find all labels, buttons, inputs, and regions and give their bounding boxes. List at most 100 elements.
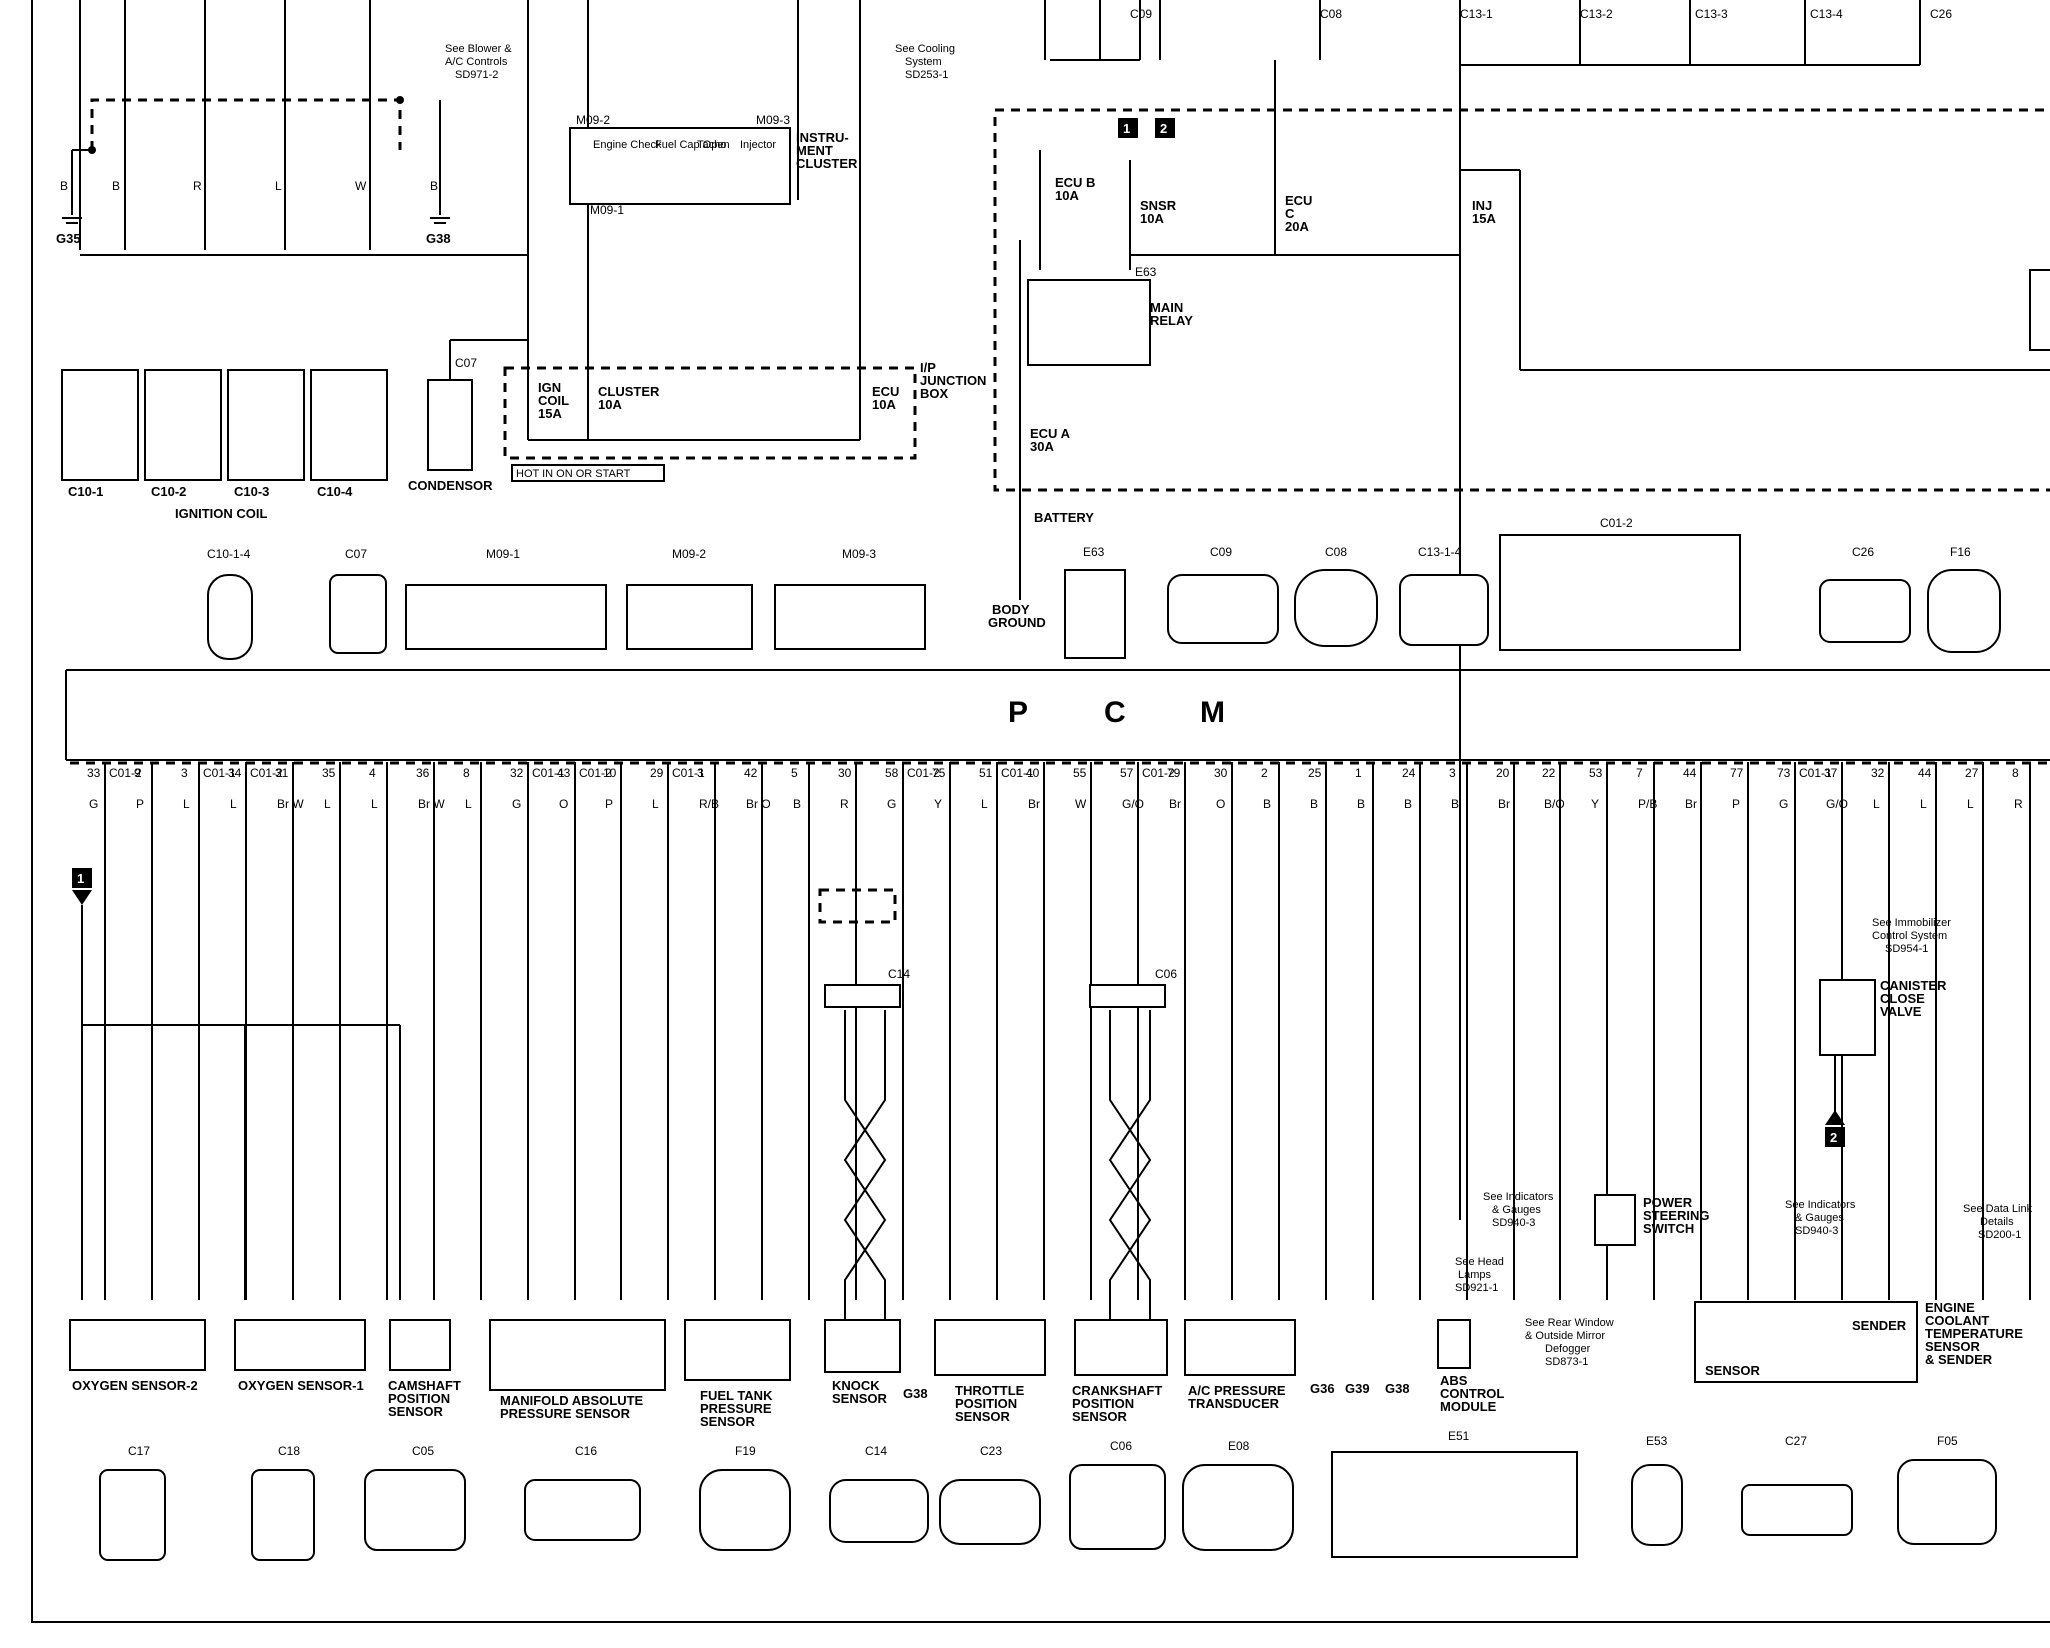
pcm-wire-color-39: L [1920, 797, 1927, 811]
svg-text:C07: C07 [455, 356, 477, 370]
hdr-c13-3: C13-3 [1695, 7, 1728, 21]
pcm-wire-color-28: B [1404, 797, 1412, 811]
svg-text:& Gauges: & Gauges [1492, 1204, 1541, 1216]
pcm-pin-9: 32 [510, 766, 524, 780]
svg-text:CONDENSOR: CONDENSOR [408, 478, 493, 493]
pcm-pin-41: 8 [2012, 766, 2019, 780]
svg-text:Lamps: Lamps [1458, 1269, 1492, 1281]
pcm-conn-10: C01-2 [579, 766, 612, 780]
c10-3-label: C10-3 [234, 484, 269, 499]
bottom-label-ftp-1: PRESSURE [700, 1401, 772, 1416]
pcm-wire-color-6: L [371, 797, 378, 811]
pcm-wire-color-35: P [1732, 797, 1740, 811]
svg-text:M09-2: M09-2 [672, 547, 706, 561]
svg-text:E63: E63 [1135, 265, 1157, 279]
pcm-pin-13: 3 [697, 766, 704, 780]
pcm-wire-color-18: Y [934, 797, 942, 811]
pcm-wire-color-38: L [1873, 797, 1880, 811]
hdr-c09: C09 [1130, 7, 1152, 21]
svg-text:& Outside Mirror: & Outside Mirror [1525, 1330, 1605, 1342]
pcm-pin-2: 3 [181, 766, 188, 780]
pcm-wire-color-24: O [1216, 797, 1225, 811]
svg-text:See Immobilizer: See Immobilizer [1872, 917, 1951, 929]
svg-text:C: C [1285, 206, 1295, 221]
pcm-wire-color-1: P [136, 797, 144, 811]
bottom-references: See Immobilizer Control System SD954-1 S… [1455, 917, 2033, 1368]
svg-text:RELAY: RELAY [1150, 313, 1193, 328]
svg-text:C01-2: C01-2 [1600, 516, 1633, 530]
svg-text:1: 1 [77, 871, 84, 886]
bottom-label-ks-0: KNOCK [832, 1378, 880, 1393]
svg-text:30A: 30A [1030, 439, 1054, 454]
wc-top-6: B [430, 179, 438, 193]
pcm-conn-36: C01-1 [1799, 766, 1832, 780]
pcm-pin-26: 25 [1308, 766, 1322, 780]
bottom-bus: 1 [72, 868, 401, 1300]
svg-text:M09-3: M09-3 [842, 547, 876, 561]
c10-2-label: C10-2 [151, 484, 186, 499]
svg-text:10A: 10A [598, 397, 622, 412]
pcm-pin-15: 5 [791, 766, 798, 780]
ignition-coil-label: IGNITION COIL [175, 506, 268, 521]
pcm-conn-3: C01-2 [250, 766, 283, 780]
pcm-pin-33: 7 [1636, 766, 1643, 780]
pcm-pin-28: 24 [1402, 766, 1416, 780]
main-relay: MAIN RELAY E63 [1019, 60, 2050, 580]
svg-text:C06: C06 [1110, 1439, 1132, 1453]
wc-top-1: B [60, 179, 68, 193]
svg-text:10A: 10A [872, 397, 896, 412]
pcm-pin-3: 34 [228, 766, 242, 780]
svg-text:See Rear Window: See Rear Window [1525, 1317, 1614, 1329]
twisted-pairs: C14 C06 [818, 888, 1177, 1320]
pcm-pin-23: 79 [1167, 766, 1181, 780]
ref-cooling-3: SD253-1 [905, 69, 948, 81]
svg-text:SD940-3: SD940-3 [1795, 1225, 1838, 1237]
pcm-pin-30: 20 [1496, 766, 1510, 780]
svg-text:GROUND: GROUND [988, 615, 1046, 630]
pcm-pin-29: 3 [1449, 766, 1456, 780]
pcm-wire-color-34: Br [1685, 797, 1697, 811]
pcm-wire-color-13: R/B [699, 797, 719, 811]
pcm-conn-9: C01-1 [532, 766, 565, 780]
pcm-wire-color-27: B [1357, 797, 1365, 811]
instrument-cluster: M09-2 M09-3 M09-1 Engine Check Fuel Cap … [569, 113, 858, 217]
svg-text:E53: E53 [1646, 1434, 1668, 1448]
pcm-wire-color-10: O [559, 797, 568, 811]
svg-text:Control System: Control System [1872, 930, 1947, 942]
pcm-pin-18: 75 [932, 766, 946, 780]
svg-text:See Data Link: See Data Link [1963, 1203, 2033, 1215]
bottom-label-acp-1: TRANSDUCER [1188, 1396, 1280, 1411]
pcm-pin-22: 57 [1120, 766, 1134, 780]
ref-blower-3: SD971-2 [455, 69, 498, 81]
condensor: C07 CONDENSOR [408, 339, 528, 493]
bottom-label-pss-2: SWITCH [1643, 1221, 1694, 1236]
pcm-wire-color-37: G/O [1826, 797, 1848, 811]
pcm-pin-27: 1 [1355, 766, 1362, 780]
svg-text:G39: G39 [1345, 1381, 1370, 1396]
svg-text:G35: G35 [56, 231, 81, 246]
hdr-c08: C08 [1320, 7, 1342, 21]
svg-text:See Indicators: See Indicators [1785, 1199, 1856, 1211]
wc-top-5: W [355, 179, 367, 193]
svg-text:Defogger: Defogger [1545, 1343, 1591, 1355]
hdr-c13-2: C13-2 [1580, 7, 1613, 21]
pcm-pin-21: 55 [1073, 766, 1087, 780]
bottom-grounds: G38 G36 G39 G38 [903, 1381, 1410, 1401]
svg-text:SD873-1: SD873-1 [1545, 1356, 1588, 1368]
pcm-wire-color-15: B [793, 797, 801, 811]
pcm-wire-color-40: L [1967, 797, 1974, 811]
pcm-pin-35: 77 [1730, 766, 1744, 780]
pcm-pin-39: 44 [1918, 766, 1932, 780]
pcm-wire-color-5: L [324, 797, 331, 811]
pcm-wire-color-12: L [652, 797, 659, 811]
svg-text:C27: C27 [1785, 1434, 1807, 1448]
bottom-label-ect-4: & SENDER [1925, 1352, 1993, 1367]
pcm-wire-color-29: B [1451, 797, 1459, 811]
ref-cooling-2: System [905, 56, 942, 68]
top-header-connectors: C09 C08 C13-1 C13-2 C13-3 C13-4 C26 [1130, 7, 1952, 21]
pcm-wire-color-23: Br [1169, 797, 1181, 811]
markers-top: 1 2 [1118, 118, 1175, 138]
bottom-label-abs-0: ABS [1440, 1373, 1468, 1388]
svg-text:C23: C23 [980, 1444, 1002, 1458]
